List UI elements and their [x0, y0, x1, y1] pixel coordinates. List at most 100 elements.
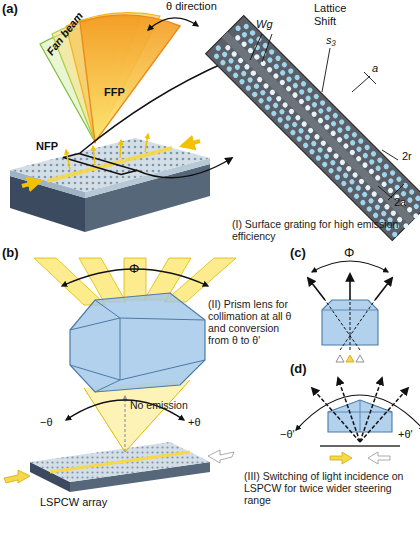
- lattice-holes-part: [266, 56, 273, 63]
- lattice-holes-part: [255, 36, 262, 43]
- lens-collimation-part: [350, 300, 351, 350]
- lattice-holes-part: [368, 158, 375, 165]
- lattice-holes-part: [336, 136, 343, 143]
- lens-collimation-part: [356, 355, 364, 362]
- lattice-holes-part: [253, 83, 260, 90]
- lattice-holes-part: [340, 180, 347, 187]
- lattice-holes-part: [253, 53, 260, 60]
- lattice-holes-part: [301, 120, 308, 127]
- lattice-holes-part: [334, 173, 341, 180]
- device-block: [10, 138, 210, 232]
- lattice-holes-part: [317, 107, 324, 114]
- lattice-holes-part: [241, 31, 248, 38]
- lattice-holes-part: [311, 101, 318, 108]
- angle-label: Φ: [129, 262, 139, 277]
- panel-label: (a): [2, 2, 18, 17]
- lattice-holes-part: [374, 174, 381, 181]
- lspcw-array-part: [30, 442, 210, 482]
- lattice-holes-part: [306, 86, 313, 93]
- lattice-holes-part: [402, 222, 409, 229]
- lattice-holes-part: [308, 148, 315, 155]
- lattice-holes-part: [313, 93, 320, 100]
- lattice-holes-part: [383, 163, 390, 170]
- angle-label: +θ': [398, 428, 413, 441]
- prism-lens-part: [95, 300, 120, 318]
- panel-label: (d): [290, 362, 307, 377]
- lens-collimation-part: [375, 278, 392, 300]
- device-block-part: [10, 138, 210, 192]
- lattice-holes-part: [285, 85, 292, 92]
- zoom-leader: [80, 62, 232, 178]
- prism-lens-part: [95, 380, 120, 392]
- lattice-holes-part: [246, 76, 253, 83]
- lattice-holes-part: [221, 51, 228, 58]
- lattice-holes-part: [346, 186, 353, 193]
- lattice-holes-part: [298, 88, 305, 95]
- collimated-beams-part: [124, 258, 146, 300]
- lattice-holes-part: [336, 165, 343, 172]
- angle-label: −θ': [280, 428, 295, 441]
- lattice-holes-part: [383, 203, 390, 210]
- lattice-holes-part: [257, 97, 264, 104]
- lattice-holes-part: [297, 127, 304, 134]
- lens-collimation-part: [346, 355, 354, 362]
- lattice-holes-part: [324, 114, 331, 121]
- lattice-holes-part: [344, 125, 351, 132]
- lattice-holes-part: [281, 61, 288, 68]
- lattice-holes-part: [363, 144, 370, 151]
- lattice-holes-part: [272, 102, 279, 109]
- lattice-holes-part: [370, 150, 377, 157]
- lattice-holes-part: [349, 149, 356, 156]
- lattice-holes-part: [268, 48, 275, 55]
- lattice-holes-part: [349, 139, 356, 146]
- lattice-holes-part: [345, 165, 352, 172]
- dimension-marks-part: [262, 34, 272, 62]
- lattice-holes-part: [291, 91, 298, 98]
- prism-lens-part: [70, 293, 205, 392]
- lattice-holes-part: [323, 123, 330, 130]
- lattice-holes-part: [359, 199, 366, 206]
- lattice-holes-part: [288, 108, 295, 115]
- lattice-holes-part: [342, 172, 349, 179]
- lattice-holes-part: [336, 126, 343, 133]
- grating-strip: [206, 16, 420, 242]
- lattice-holes-part: [351, 171, 358, 178]
- lattice-holes-part: [270, 110, 277, 117]
- lattice-holes-part: [259, 89, 266, 96]
- lattice-holes-part: [394, 184, 401, 191]
- device-block-part: [63, 154, 136, 175]
- lattice-holes-part: [330, 120, 337, 127]
- dimension-marks-part: [382, 150, 398, 160]
- grating-strip-part: [206, 16, 420, 241]
- lattice-holes-part: [327, 167, 334, 174]
- lens-collimation-part: [312, 261, 388, 272]
- lens-switching-part: [338, 378, 360, 442]
- lattice-holes-part: [273, 63, 280, 70]
- lattice-holes-part: [300, 80, 307, 87]
- lattice-holes-part: [293, 74, 300, 81]
- zoom-leader-part: [136, 158, 232, 178]
- dimension-label: s₃: [326, 34, 336, 47]
- lattice-holes-part: [390, 210, 397, 217]
- lens-switching-part: [320, 445, 400, 447]
- zoom-leader-part: [80, 62, 226, 153]
- lattice-holes-part: [361, 191, 368, 198]
- lattice-holes-part: [381, 171, 388, 178]
- lattice-holes-part: [294, 114, 301, 121]
- lattice-holes-part: [296, 135, 303, 142]
- lattice-holes-part: [357, 137, 364, 144]
- lattice-holes-part: [376, 156, 383, 163]
- lattice-holes-part: [275, 95, 282, 102]
- lattice-holes-part: [389, 169, 396, 176]
- lattice-holes-part: [377, 197, 384, 204]
- lattice-holes-part: [279, 79, 286, 86]
- lens-switching: [296, 378, 420, 464]
- lattice-holes-part: [213, 53, 220, 60]
- lspcw-array-part: [30, 442, 210, 482]
- annotation: No emission: [130, 399, 188, 411]
- lattice-holes-part: [372, 212, 379, 219]
- emission-arrows-part: [66, 150, 70, 170]
- lattice-holes: [210, 20, 420, 240]
- axis-label: θ direction: [166, 0, 217, 13]
